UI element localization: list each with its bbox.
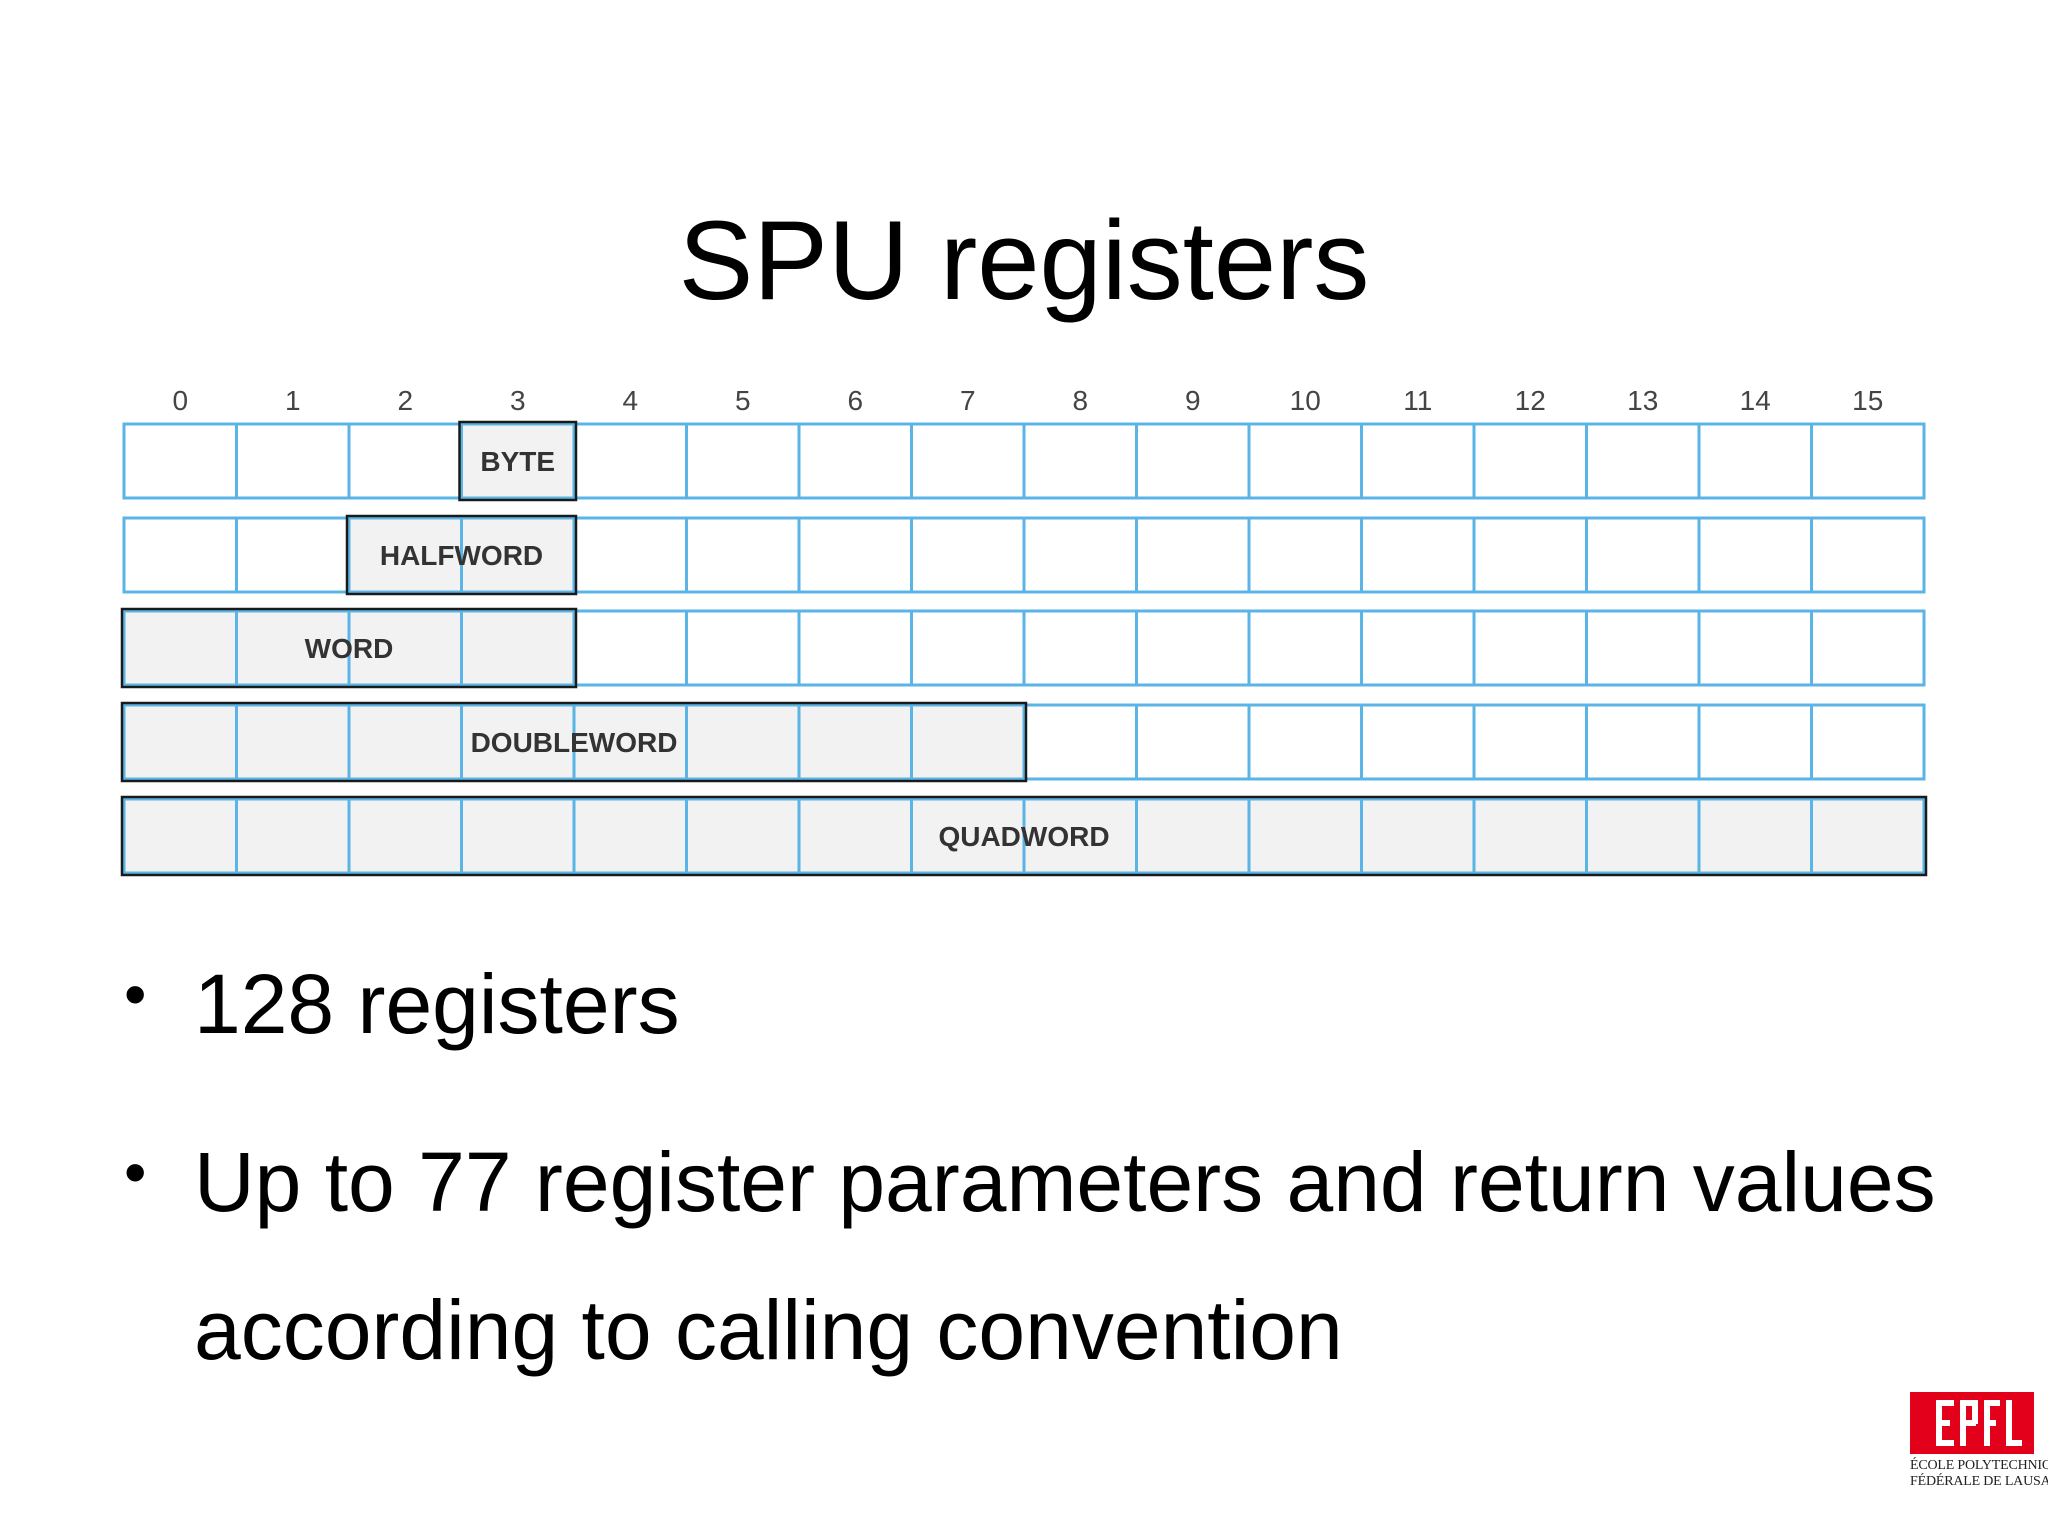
byte-cell	[1022, 609, 1138, 687]
bullet-dot: •	[124, 958, 147, 1030]
byte-cell	[347, 422, 463, 500]
byte-cell	[1810, 797, 1926, 875]
byte-cell	[1360, 422, 1476, 500]
field-label: DOUBLEWORD	[471, 727, 678, 758]
byte-cell	[797, 422, 913, 500]
byte-cell	[910, 422, 1026, 500]
logo-text-line: ÉCOLE POLYTECHNIQUE	[1910, 1458, 2048, 1473]
field-outline	[120, 701, 1028, 783]
field-outline	[120, 607, 578, 689]
byte-index-label: 5	[735, 385, 751, 416]
epfl-logo: ÉCOLE POLYTECHNIQUE FÉDÉRALE DE LAUSANNE	[1910, 1392, 2048, 1490]
field-outline	[458, 420, 578, 502]
bullet-item: 128 registers	[194, 957, 680, 1051]
field-outline	[345, 514, 578, 596]
byte-cell	[1247, 422, 1363, 500]
byte-cell	[1360, 516, 1476, 594]
byte-cell	[1135, 609, 1251, 687]
byte-cell	[235, 422, 351, 500]
byte-index-label: 8	[1072, 385, 1088, 416]
byte-index-label: 4	[622, 385, 638, 416]
byte-cell	[1472, 422, 1588, 500]
byte-index-label: 11	[1403, 385, 1432, 416]
byte-cell	[685, 609, 801, 687]
byte-cell	[235, 516, 351, 594]
byte-cell	[1360, 609, 1476, 687]
byte-cell	[1810, 703, 1926, 781]
byte-cell	[1585, 516, 1701, 594]
byte-cell	[1247, 516, 1363, 594]
field-label: WORD	[305, 633, 394, 664]
byte-index-label: 7	[960, 385, 976, 416]
byte-cell	[572, 609, 688, 687]
byte-cell	[1472, 609, 1588, 687]
byte-cell	[1472, 703, 1588, 781]
byte-cell	[1697, 703, 1813, 781]
logo-text-line: FÉDÉRALE DE LAUSANNE	[1910, 1474, 2048, 1489]
byte-cell	[797, 516, 913, 594]
byte-index-label: 1	[285, 385, 301, 416]
byte-index-label: 6	[847, 385, 863, 416]
byte-cell	[685, 422, 801, 500]
byte-index-label: 15	[1852, 385, 1883, 416]
byte-cell	[1810, 422, 1926, 500]
bullet-item: Up to 77 register parameters and return …	[194, 1135, 1936, 1229]
byte-cell	[1697, 609, 1813, 687]
byte-cell	[1247, 609, 1363, 687]
byte-cell	[1022, 422, 1138, 500]
byte-cell	[1810, 609, 1926, 687]
byte-index-label: 14	[1740, 385, 1771, 416]
byte-cell	[1135, 516, 1251, 594]
epfl-logo-mark	[1910, 1392, 2034, 1454]
byte-index-label: 10	[1290, 385, 1321, 416]
byte-index-label: 12	[1515, 385, 1546, 416]
byte-cell	[1810, 516, 1926, 594]
bullet-dot: •	[124, 1136, 147, 1208]
field-highlight	[461, 424, 574, 498]
byte-cell	[910, 516, 1026, 594]
byte-cell	[572, 422, 688, 500]
byte-cell	[572, 516, 688, 594]
field-label: HALFWORD	[380, 540, 543, 571]
slide-title: SPU registers	[678, 198, 1370, 324]
byte-cell	[1585, 422, 1701, 500]
byte-cell	[1135, 422, 1251, 500]
byte-index-label: 9	[1185, 385, 1201, 416]
byte-cell	[1585, 609, 1701, 687]
field-label: QUADWORD	[938, 821, 1109, 852]
byte-index-label: 0	[172, 385, 188, 416]
byte-cell	[122, 516, 238, 594]
byte-cell	[1135, 703, 1251, 781]
byte-index-label: 3	[510, 385, 526, 416]
byte-cell	[122, 422, 238, 500]
byte-cell	[1472, 516, 1588, 594]
byte-cell	[1360, 703, 1476, 781]
field-label: BYTE	[480, 446, 555, 477]
byte-cell	[1697, 422, 1813, 500]
byte-cell	[910, 609, 1026, 687]
byte-cell	[1022, 516, 1138, 594]
bullet-item-continuation: according to calling convention	[194, 1283, 1343, 1377]
byte-cell	[797, 609, 913, 687]
byte-index-label: 2	[397, 385, 413, 416]
byte-cell	[685, 516, 801, 594]
byte-cell	[1585, 703, 1701, 781]
field-outline	[120, 795, 1928, 877]
byte-index-label: 13	[1627, 385, 1658, 416]
byte-cell	[1697, 516, 1813, 594]
byte-cell	[1022, 703, 1138, 781]
byte-cell	[1247, 703, 1363, 781]
